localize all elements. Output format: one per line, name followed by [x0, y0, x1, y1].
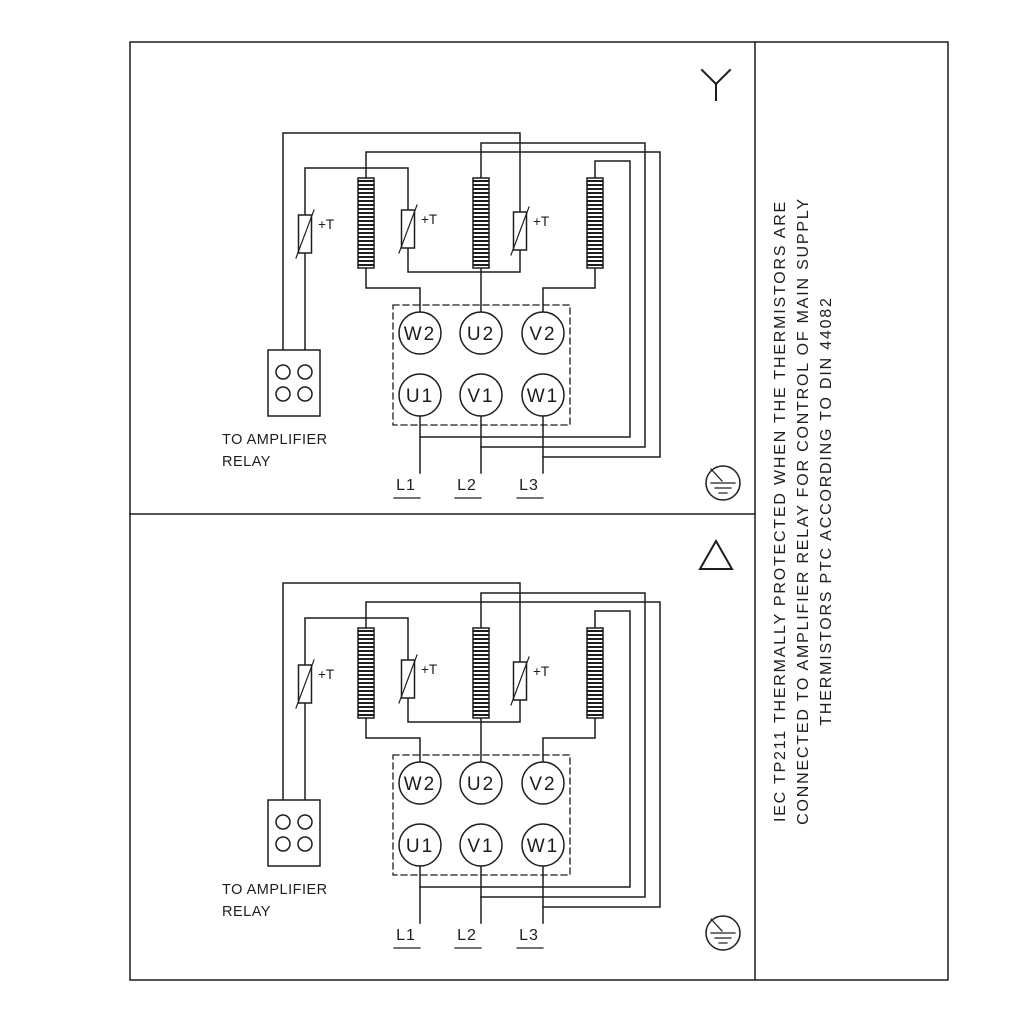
star-symbol-icon — [700, 68, 732, 101]
star-connection-diagram — [221, 132, 741, 501]
side-note-line1: IEC TP211 THERMALLY PROTECTED WHEN THE T… — [772, 200, 789, 822]
delta-connection-diagram — [221, 582, 741, 951]
side-note-line3: THERMISTORS PTC ACCORDING TO DIN 44082 — [818, 296, 835, 725]
drawing-frame — [129, 41, 949, 981]
delta-symbol-icon — [698, 538, 734, 570]
side-note-line2: CONNECTED TO AMPLIFIER RELAY FOR CONTROL… — [795, 197, 812, 825]
side-note: IEC TP211 THERMALLY PROTECTED WHEN THE T… — [772, 197, 835, 825]
